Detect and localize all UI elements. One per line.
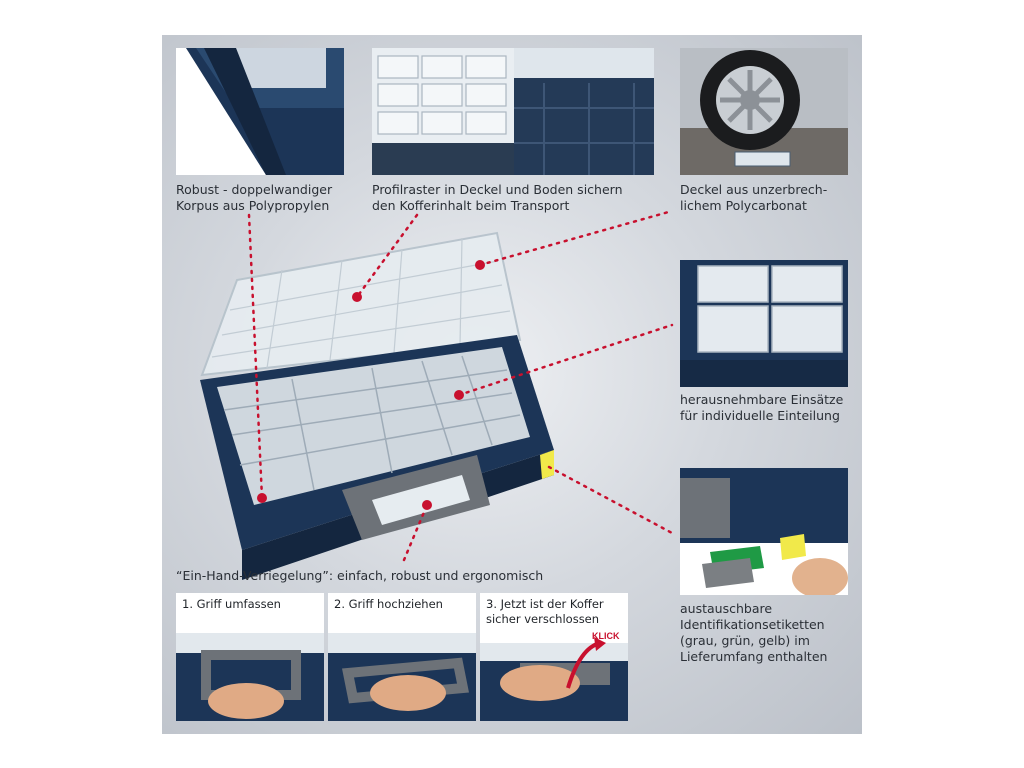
caption-removable-inserts: herausnehmbare Einsätze für individuelle…	[680, 392, 844, 423]
callout-lines	[247, 209, 674, 562]
callout-dot-handle	[422, 500, 432, 510]
caption-one-hand-lock: “Ein-Hand-Verriegelung”: einfach, robust…	[176, 568, 544, 583]
step-3-panel: 3. Jetzt ist der Koffer sicher verschlos…	[480, 593, 628, 721]
case-corner-illustration	[186, 48, 344, 175]
caption-robust-case: Robust - doppelwandiger Korpus aus Polyp…	[176, 182, 333, 213]
compartment-dividers	[223, 355, 521, 491]
step-1-illustration	[176, 633, 324, 721]
photo-id-labels	[680, 468, 848, 595]
step-2-label: 2. Griff hochziehen	[334, 597, 443, 611]
inserts-illustration	[680, 265, 848, 387]
car-wheel-illustration	[680, 48, 848, 175]
step-2-panel: 2. Griff hochziehen	[328, 593, 476, 721]
callout-dots	[257, 260, 485, 510]
caption-id-labels: austauschbare Identifikationsetiketten (…	[680, 601, 828, 664]
callout-dot-body	[257, 493, 267, 503]
klick-label: KLICK	[592, 631, 620, 641]
photo-removable-inserts	[680, 260, 848, 387]
step-1-label: 1. Griff umfassen	[182, 597, 281, 611]
step-1-panel: 1. Griff umfassen	[176, 593, 324, 721]
callout-dot-grid	[352, 292, 362, 302]
case-illustration	[200, 209, 674, 580]
callout-dot-inserts	[454, 390, 464, 400]
base-grid-illustration	[514, 48, 654, 175]
caption-profile-grid: Profilraster in Deckel und Boden sichern…	[372, 182, 623, 213]
product-info-panel: Robust - doppelwandiger Korpus aus Polyp…	[162, 35, 862, 734]
photo-base-grid	[514, 48, 654, 175]
step-3-label: 3. Jetzt ist der Koffer sicher verschlos…	[486, 597, 604, 626]
photo-lid-grid	[372, 48, 514, 175]
id-labels-illustration	[680, 468, 848, 595]
caption-unbreakable-lid: Deckel aus unzerbrech- lichem Polycarbon…	[680, 182, 828, 213]
photo-case-corner	[176, 48, 344, 175]
photo-car-wheel	[680, 48, 848, 175]
case-id-label	[540, 450, 554, 479]
callout-dot-lid	[475, 260, 485, 270]
handle-grip-opening	[372, 475, 470, 525]
lid-grid-illustration	[372, 55, 514, 175]
step-3-illustration: KLICK	[480, 631, 628, 721]
step-2-illustration	[328, 633, 476, 721]
case-interior	[217, 347, 530, 505]
